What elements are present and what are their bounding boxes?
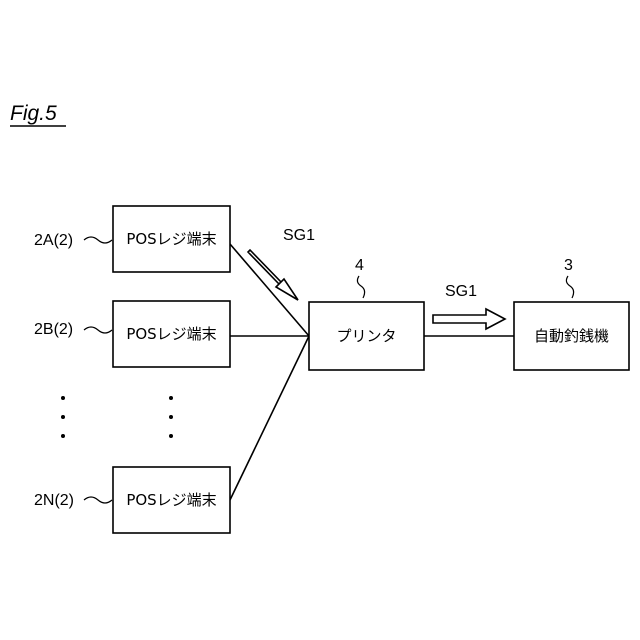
pos-terminal-label: POSレジ端末 — [126, 230, 216, 248]
terminal-ref-2a: 2A(2) — [34, 232, 73, 249]
connector-2a-to-printer — [230, 244, 309, 336]
printer-ref-leader — [357, 276, 364, 298]
connector-2n-to-printer — [230, 336, 309, 500]
ellipsis-left — [61, 396, 65, 438]
change-machine-box: 自動釣銭機 — [514, 302, 629, 370]
pos-terminal-2b: POSレジ端末 — [113, 301, 230, 367]
terminal-ref-2b: 2B(2) — [34, 321, 73, 338]
pos-terminal-label: POSレジ端末 — [126, 491, 216, 509]
signal-arrow-terminal-to-printer — [248, 250, 298, 300]
signal-label-terminal: SG1 — [283, 227, 315, 244]
pos-terminal-2n: POSレジ端末 — [113, 467, 230, 533]
leader-2b — [84, 327, 112, 333]
change-machine-ref-number: 3 — [564, 257, 573, 274]
terminal-ref-2n: 2N(2) — [34, 492, 74, 509]
leader-2a — [84, 237, 112, 243]
change-machine-label: 自動釣銭機 — [534, 327, 609, 345]
signal-arrow-printer-to-machine — [433, 309, 505, 329]
ellipsis-right — [169, 396, 173, 438]
signal-label-printer: SG1 — [445, 283, 477, 300]
leader-2n — [84, 497, 112, 503]
figure-title: Fig.5 — [10, 102, 57, 125]
printer-label: プリンタ — [336, 327, 396, 345]
pos-terminal-2a: POSレジ端末 — [113, 206, 230, 272]
printer-ref-number: 4 — [355, 257, 364, 274]
pos-terminal-label: POSレジ端末 — [126, 325, 216, 343]
change-machine-ref-leader — [566, 276, 573, 298]
printer-box: プリンタ — [309, 302, 424, 370]
